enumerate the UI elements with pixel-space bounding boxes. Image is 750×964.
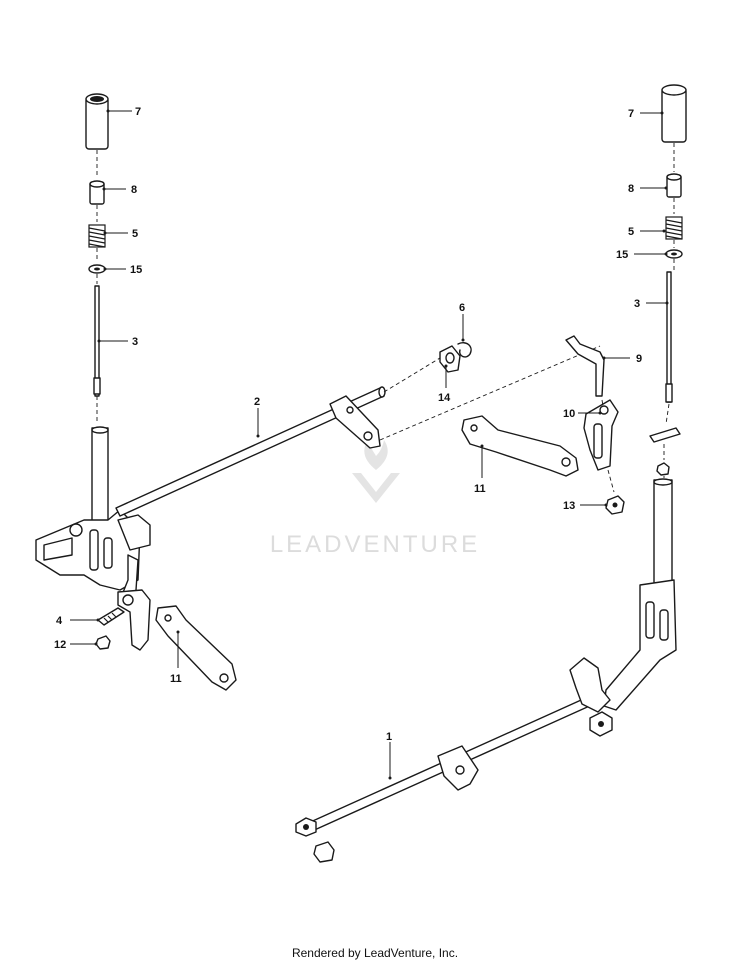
callout-4: 4 [56, 615, 63, 627]
spring-5-right [665, 216, 683, 240]
callout-5-left: 5 [132, 228, 138, 240]
nut-13 [605, 495, 625, 515]
grip-7-right [661, 84, 687, 143]
callouts: 7 8 5 15 3 2 6 14 4 12 11 7 8 5 15 3 9 [54, 106, 669, 780]
clip-6 [457, 342, 472, 358]
rod-3-right [665, 271, 673, 403]
bushing-14 [439, 345, 461, 373]
nut-right [656, 462, 670, 476]
bushing-8-left [89, 180, 105, 205]
callout-3-left: 3 [132, 336, 138, 348]
lever-tube-right [603, 478, 677, 711]
pin-right [649, 427, 681, 443]
callout-13: 13 [563, 500, 575, 512]
shaft-1 [295, 657, 613, 837]
lever-tube-left [35, 426, 151, 606]
callout-6: 6 [459, 302, 465, 314]
callout-1: 1 [386, 731, 392, 743]
callout-15-right: 15 [616, 249, 628, 261]
callout-14: 14 [438, 392, 451, 404]
shaft-2 [115, 386, 386, 517]
washer-15-right [665, 249, 683, 259]
callout-15-left: 15 [130, 264, 142, 276]
watermark: LEADVENTURE [270, 440, 480, 558]
callout-3-right: 3 [634, 298, 640, 310]
callout-10: 10 [563, 408, 575, 420]
link-11-left [155, 605, 237, 691]
washer-15-left [88, 264, 106, 274]
rod-9 [565, 335, 605, 397]
callout-9: 9 [636, 353, 642, 365]
right-handle-assembly [603, 84, 687, 711]
spring-5-left [88, 224, 106, 248]
callout-7-left: 7 [135, 106, 141, 118]
callout-7-right: 7 [628, 108, 634, 120]
watermark-text: LEADVENTURE [270, 531, 480, 558]
bushing-8-right [666, 173, 682, 198]
callout-5-right: 5 [628, 226, 634, 238]
bushing-bottom [313, 841, 335, 863]
callout-8-left: 8 [131, 184, 137, 196]
link-11-middle [461, 415, 579, 477]
callout-12: 12 [54, 639, 66, 651]
callout-2: 2 [254, 396, 260, 408]
callout-8-right: 8 [628, 183, 634, 195]
grip-7-left [85, 93, 109, 150]
nut-12-left [95, 635, 111, 650]
callout-11-middle: 11 [474, 483, 486, 495]
footer-credit: Rendered by LeadVenture, Inc. [291, 946, 459, 960]
bracket-10 [583, 399, 619, 471]
link-bracket-left [117, 589, 151, 651]
pin-4-left [97, 607, 125, 626]
callout-11-left: 11 [170, 673, 182, 685]
